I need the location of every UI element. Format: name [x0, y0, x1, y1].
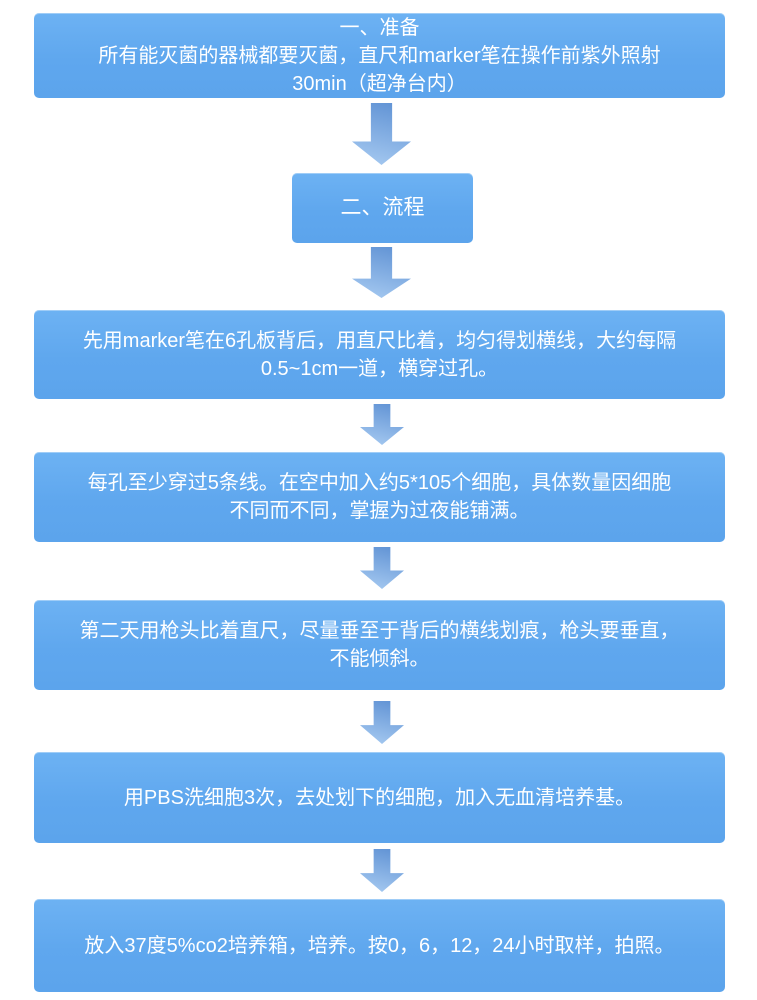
- step-text-line: 不同而不同，掌握为过夜能铺满。: [229, 500, 530, 522]
- down-arrow-icon: [360, 547, 404, 589]
- flow-step-process-header: 二、流程: [292, 173, 473, 243]
- down-arrow-icon: [352, 103, 411, 165]
- step-text-line: 30min（超净台内）: [292, 72, 467, 95]
- step-text-line: 先用marker笔在6孔板背后，用直尺比着，均匀得划横线，大约每隔: [82, 329, 677, 352]
- down-arrow-icon: [360, 701, 404, 744]
- flow-step-draw-lines: 先用marker笔在6孔板背后，用直尺比着，均匀得划横线，大约每隔 0.5~1c…: [34, 310, 725, 399]
- down-arrow-icon: [360, 849, 404, 892]
- step-title: 二、流程: [340, 196, 425, 219]
- step-text-line: 放入37度5%co2培养箱，培养。按0，6，12，24小时取样，拍照。: [84, 934, 675, 957]
- flow-step-scratch: 第二天用枪头比着直尺，尽量垂至于背后的横线划痕，枪头要垂直， 不能倾斜。: [34, 600, 725, 690]
- flow-step-wash-pbs: 用PBS洗细胞3次，去处划下的细胞，加入无血清培养基。: [34, 752, 725, 843]
- step-text-line: 第二天用枪头比着直尺，尽量垂至于背后的横线划痕，枪头要垂直，: [79, 620, 680, 642]
- down-arrow-icon: [352, 247, 411, 298]
- flow-step-seed-cells: 每孔至少穿过5条线。在空中加入约5*105个细胞，具体数量因细胞 不同而不同，掌…: [34, 452, 725, 542]
- flow-step-preparation: 一、准备 所有能灭菌的器械都要灭菌，直尺和marker笔在操作前紫外照射 30m…: [34, 13, 725, 98]
- step-text-line: 0.5~1cm一道，横穿过孔。: [260, 357, 499, 380]
- step-text-line: 每孔至少穿过5条线。在空中加入约5*105个细胞，具体数量因细胞: [87, 472, 672, 494]
- step-title: 一、准备: [339, 16, 420, 39]
- step-text-line: 所有能灭菌的器械都要灭菌，直尺和marker笔在操作前紫外照射: [98, 44, 661, 67]
- down-arrow-icon: [360, 404, 404, 445]
- step-text-line: 不能倾斜。: [329, 648, 430, 670]
- step-text-line: 用PBS洗细胞3次，去处划下的细胞，加入无血清培养基。: [123, 786, 636, 809]
- flow-step-incubate: 放入37度5%co2培养箱，培养。按0，6，12，24小时取样，拍照。: [34, 899, 725, 992]
